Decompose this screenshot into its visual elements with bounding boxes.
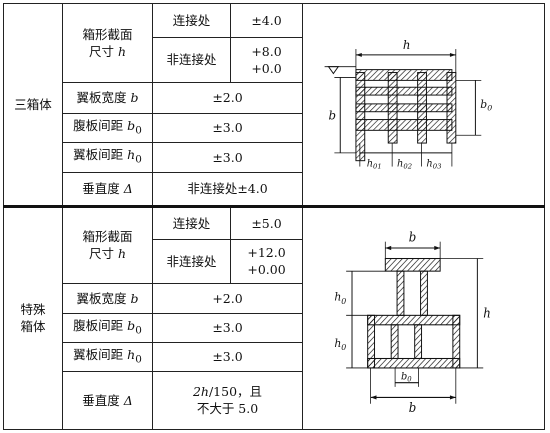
condition-joint: 连接处: [152, 204, 231, 240]
item-label: 箱形截面: [82, 26, 133, 42]
item-variable: h: [117, 43, 127, 59]
svg-text:b0: b0: [401, 371, 412, 383]
group-label-special-box: 特殊 箱体: [3, 204, 63, 430]
tolerance-value: ±3.0: [152, 341, 303, 372]
svg-text:h0: h0: [334, 336, 346, 352]
tolerance-value: 非连接处±4.0: [152, 171, 303, 207]
tolerance-value: ±2.0: [152, 81, 303, 114]
table-row: 翼板宽度 b ±2.0: [4, 81, 545, 114]
table-row: 垂直度 Δ 2h/150，且 不大于 5.0: [4, 370, 545, 430]
table-row: 特殊 箱体 箱形截面 尺寸 h 连接处 ±5.0: [3, 204, 545, 430]
figure-special-box-section: b h0 h0 h b0: [302, 204, 545, 430]
dim-b-top-label: b: [409, 230, 417, 244]
svg-text:h0: h0: [334, 290, 346, 306]
item-verticality: 垂直度 Δ: [62, 171, 153, 207]
dim-h-label: h: [403, 38, 411, 52]
group-name: 三箱体: [14, 96, 52, 112]
item-box-section-size: 箱形截面 尺寸 h: [62, 3, 153, 83]
triple-box-diagram: h b b0: [324, 38, 492, 171]
dim-h-label: h: [483, 306, 491, 320]
table-row: 三箱体 箱形截面 尺寸 h 连接处 ±4.0: [3, 3, 545, 207]
tolerance-value: +12.0 +0.00: [230, 238, 303, 284]
dim-b-bottom-label: b: [409, 401, 417, 415]
item-flange-spacing: 翼板间距 h0: [62, 341, 153, 372]
svg-text:b0: b0: [480, 98, 492, 113]
tolerance-value: ±3.0: [152, 312, 303, 343]
table-row: 腹板间距 b0 ±3.0: [4, 112, 545, 144]
svg-text:h03: h03: [426, 159, 442, 171]
item-flange-width: 翼板宽度 b: [62, 282, 153, 314]
item-web-spacing: 腹板间距 b0: [62, 112, 153, 144]
item-verticality: 垂直度 Δ: [62, 370, 153, 430]
special-box-diagram: b h0 h0 h b0: [334, 230, 491, 415]
tolerance-value: ±5.0: [230, 204, 303, 240]
tolerance-value: ±4.0: [230, 3, 303, 38]
condition-joint: 连接处: [152, 3, 231, 38]
tolerance-value: ±3.0: [152, 142, 303, 173]
table-row: 垂直度 Δ 非连接处±4.0: [4, 171, 545, 207]
condition-non-joint: 非连接处: [152, 238, 231, 284]
item-box-section-size: 箱形截面 尺寸 h: [62, 204, 153, 284]
group-label-triple-box: 三箱体: [3, 3, 63, 207]
tolerance-value: 2h/150，且 不大于 5.0: [152, 370, 303, 430]
svg-text:h02: h02: [397, 159, 412, 171]
table-row: 腹板间距 b0 ±3.0: [4, 312, 545, 343]
table-row: 非连接处 +8.0 +0.0: [4, 36, 545, 83]
dim-b-label: b: [329, 109, 337, 123]
table-row: 非连接处 +12.0 +0.00: [4, 238, 545, 284]
tolerance-value: +2.0: [152, 282, 303, 314]
item-label: 尺寸: [88, 43, 114, 59]
item-web-spacing: 腹板间距 b0: [62, 312, 153, 343]
tolerance-value: +8.0 +0.0: [230, 36, 303, 83]
table-row: 翼板宽度 b +2.0: [4, 282, 545, 314]
item-flange-width: 翼板宽度 b: [62, 81, 153, 114]
condition-non-joint: 非连接处: [152, 36, 231, 83]
svg-text:h01: h01: [367, 159, 382, 171]
tolerance-table: 三箱体 箱形截面 尺寸 h 连接处 ±4.0: [3, 3, 545, 430]
tolerance-value: ±3.0: [152, 112, 303, 144]
item-flange-spacing: 翼板间距 h0: [62, 142, 153, 173]
figure-triple-box-section: h b b0: [302, 3, 545, 207]
